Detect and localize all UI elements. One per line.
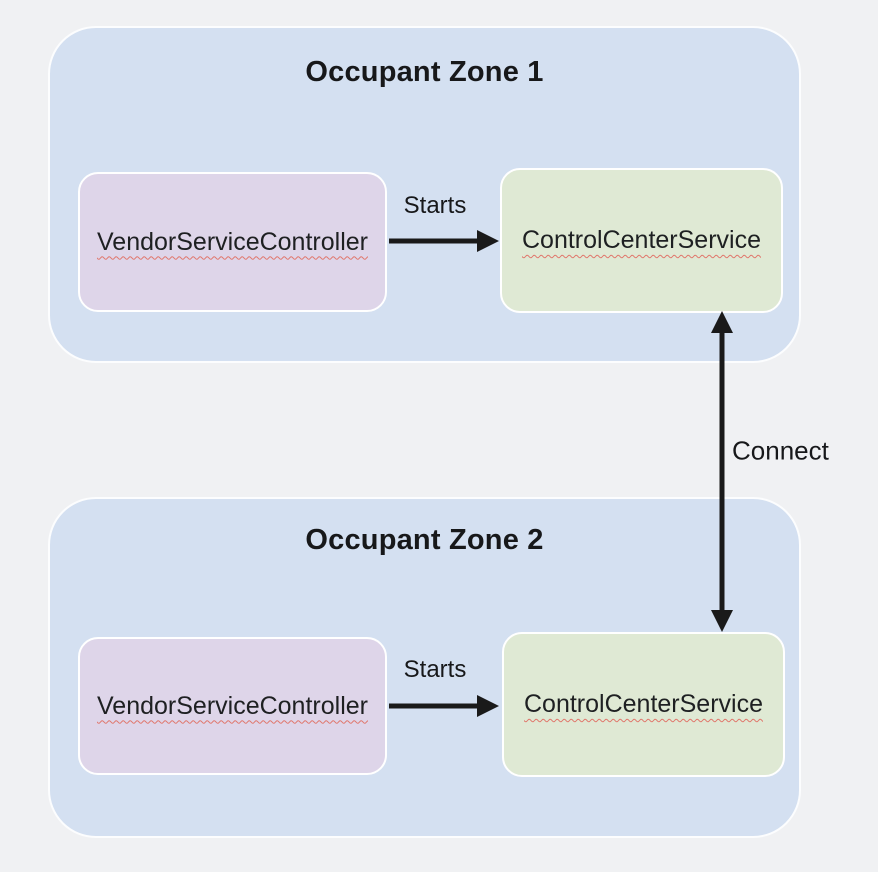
vendor-service-controller-node-zone2: VendorServiceController <box>78 637 387 775</box>
control-center-service-node-zone1: ControlCenterService <box>500 168 783 313</box>
connect-edge-label: Connect <box>732 435 829 466</box>
control-center-service-label-zone1: ControlCenterService <box>522 226 761 254</box>
vendor-service-controller-node-zone1: VendorServiceController <box>78 172 387 312</box>
control-center-service-node-zone2: ControlCenterService <box>502 632 785 777</box>
control-center-service-label-zone2: ControlCenterService <box>524 690 763 718</box>
starts-edge-label-zone1: Starts <box>403 192 467 219</box>
starts-edge-label-zone2: Starts <box>403 656 467 683</box>
vendor-service-controller-label-zone1: VendorServiceController <box>97 227 368 256</box>
occupant-zone-2-title: Occupant Zone 2 <box>305 524 544 556</box>
occupant-zone-1-title: Occupant Zone 1 <box>305 56 544 88</box>
vendor-service-controller-label-zone2: VendorServiceController <box>97 691 368 720</box>
